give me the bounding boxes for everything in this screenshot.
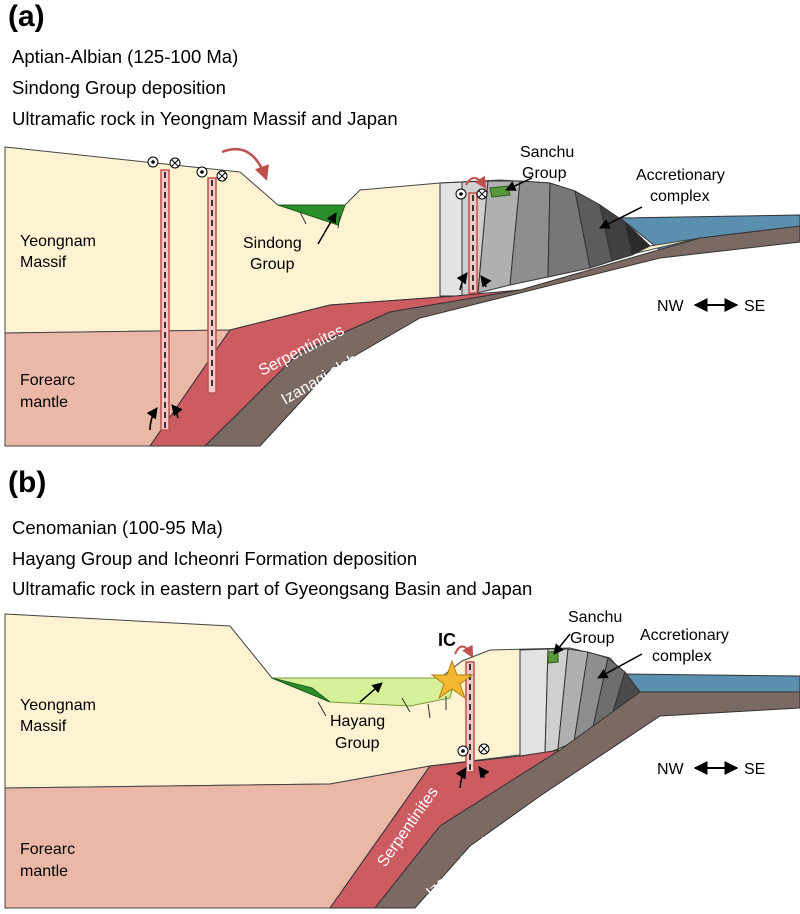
ic-star-icon [430,659,474,700]
label-sanchu: Sanchu [568,609,622,626]
hayang-pointer [359,682,383,703]
upwelling-arrow-2 [171,404,183,419]
panel-a-letter: (a) [8,0,45,33]
upwelling-arrow-1 [455,767,467,789]
label-sindong-group: Group [250,256,295,273]
strike-slip-fault [465,661,475,773]
izanagi-slab [203,225,800,447]
panel-b-cross-section: IC Yeongnam Massif Forearc mantle Hayang… [4,609,800,909]
label-hayang: Hayang [330,713,385,730]
accretionary-pointer [599,206,643,229]
upwelling-arrow-2 [478,766,490,779]
sindong-remnant [271,677,331,703]
label-sanchu: Sanchu [520,144,574,161]
motion-symbols [457,743,490,757]
panel-b-caption-deposition: Hayang Group and Icheonri Formation depo… [12,548,418,569]
panel-a-caption-ultramafic: Ultramafic rock in Yeongnam Massif and J… [12,108,398,129]
panel-b: (b) Cenomanian (100-95 Ma) Hayang Group … [0,466,800,914]
label-sindong: Sindong [243,235,302,252]
panel-b-caption-age: Cenomanian (100-95 Ma) [12,517,223,538]
label-mantle: mantle [20,863,68,880]
strike-slip-faults [160,169,478,431]
upwelling-arrow-3 [456,272,468,291]
uplift-arrow-ic [454,644,474,659]
label-massif: Massif [20,718,67,735]
panel-a: (a) Aptian-Albian (125-100 Ma) Sindong G… [0,0,800,455]
label-forearc: Forearc [20,841,75,858]
label-sanchu-group: Group [570,630,615,647]
uplift-arrow-sanchu [465,175,487,190]
label-complex: complex [650,188,710,205]
panel-a-caption-age: Aptian-Albian (125-100 Ma) [12,46,239,67]
label-hayang-group: Group [335,735,380,752]
label-sanchu-group: Group [522,165,567,182]
label-se: SE [744,761,765,778]
label-accretionary: Accretionary [636,167,725,184]
panel-a-caption-deposition: Sindong Group deposition [12,77,226,98]
label-mantle: mantle [20,394,68,411]
label-nw: NW [657,761,685,778]
sanchu-group-deposit [547,650,559,664]
label-massif: Massif [20,254,67,271]
label-ic: IC [438,630,456,650]
panel-b-caption-ultramafic: Ultramafic rock in eastern part of Gyeon… [12,578,533,599]
label-accretionary: Accretionary [640,627,729,644]
label-complex: complex [652,648,712,665]
label-yeongnam: Yeongnam [20,697,96,714]
label-yeongnam: Yeongnam [20,233,96,250]
sanchu-pointer [553,633,571,655]
uplift-arrow-yeongnam [221,147,269,181]
upwelling-arrow-1 [146,407,158,431]
panel-b-letter: (b) [8,466,47,499]
sanchu-pointer [505,177,533,191]
izanagi-slab [373,691,800,909]
upwelling-arrow-4 [480,275,492,288]
accretionary-pointer [597,653,643,679]
panel-a-cross-section: Yeongnam Massif Forearc mantle Sindong G… [4,144,800,447]
sindong-pointer [317,212,337,245]
label-forearc: Forearc [20,372,75,389]
label-se: SE [744,298,765,315]
sanchu-group-deposit [489,185,511,198]
motion-symbols [147,156,488,200]
label-nw: NW [657,298,685,315]
